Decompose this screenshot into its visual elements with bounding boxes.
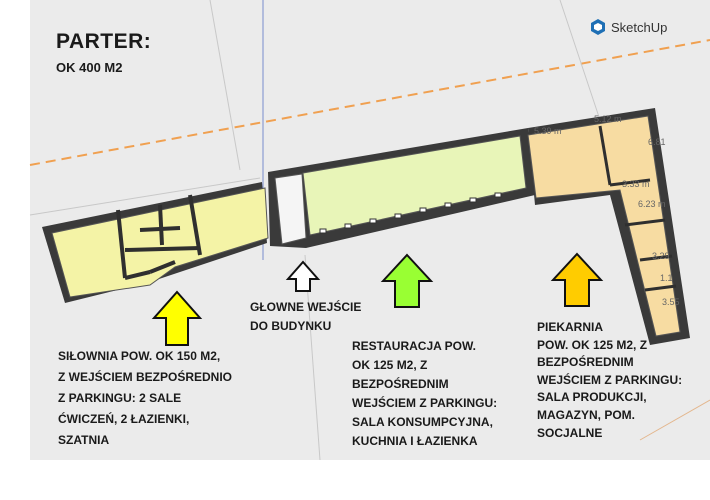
entrance-label: GŁOWNE WEJŚCIE DO BUDYNKU	[250, 300, 362, 333]
restaurant-label: RESTAURACJA POW. OK 125 M2, Z BEZPOŚREDN…	[352, 339, 498, 448]
gym-interior-walls	[116, 194, 202, 280]
restaurant-floor	[302, 135, 527, 236]
dimension-label: 3.55	[662, 297, 680, 307]
plan-area: OK 400 M2	[56, 60, 123, 75]
bakery-floor	[527, 115, 681, 337]
bakery-arrow-icon	[550, 252, 604, 307]
bakery-interior-walls	[598, 125, 677, 292]
dimension-label: 5.39 m	[534, 126, 562, 136]
dimension-label: 6.81	[648, 137, 666, 147]
window-markers	[319, 192, 502, 234]
dimension-label: 3.33 m	[622, 179, 650, 189]
dimension-label: 5.12 m	[594, 114, 622, 124]
entrance-hall-floor	[274, 173, 307, 245]
gym-arrow-icon	[151, 290, 203, 346]
sketchup-logo-icon	[591, 19, 605, 35]
dimension-label: 3.29	[652, 251, 670, 261]
entrance-arrow-icon	[285, 260, 321, 292]
dimension-label: 6.23 m	[638, 199, 666, 209]
guide-line	[559, 0, 601, 121]
guide-line	[209, 0, 241, 171]
dimension-label: 1.1	[660, 273, 673, 283]
brand-name: SketchUp	[611, 19, 668, 35]
bakery-label: PIEKARNIA POW. OK 125 M2, Z BEZPOŚREDNIM…	[537, 320, 683, 440]
guide-line	[639, 399, 710, 441]
gym-label: SIŁOWNIA POW. OK 150 M2, Z WEJŚCIEM BEZP…	[58, 349, 233, 447]
red-axis-line	[29, 39, 710, 166]
restaurant-arrow-icon	[380, 253, 434, 308]
sketchup-brand: SketchUp	[589, 18, 667, 36]
plan-title: PARTER:	[56, 30, 152, 53]
guide-line	[29, 177, 261, 216]
